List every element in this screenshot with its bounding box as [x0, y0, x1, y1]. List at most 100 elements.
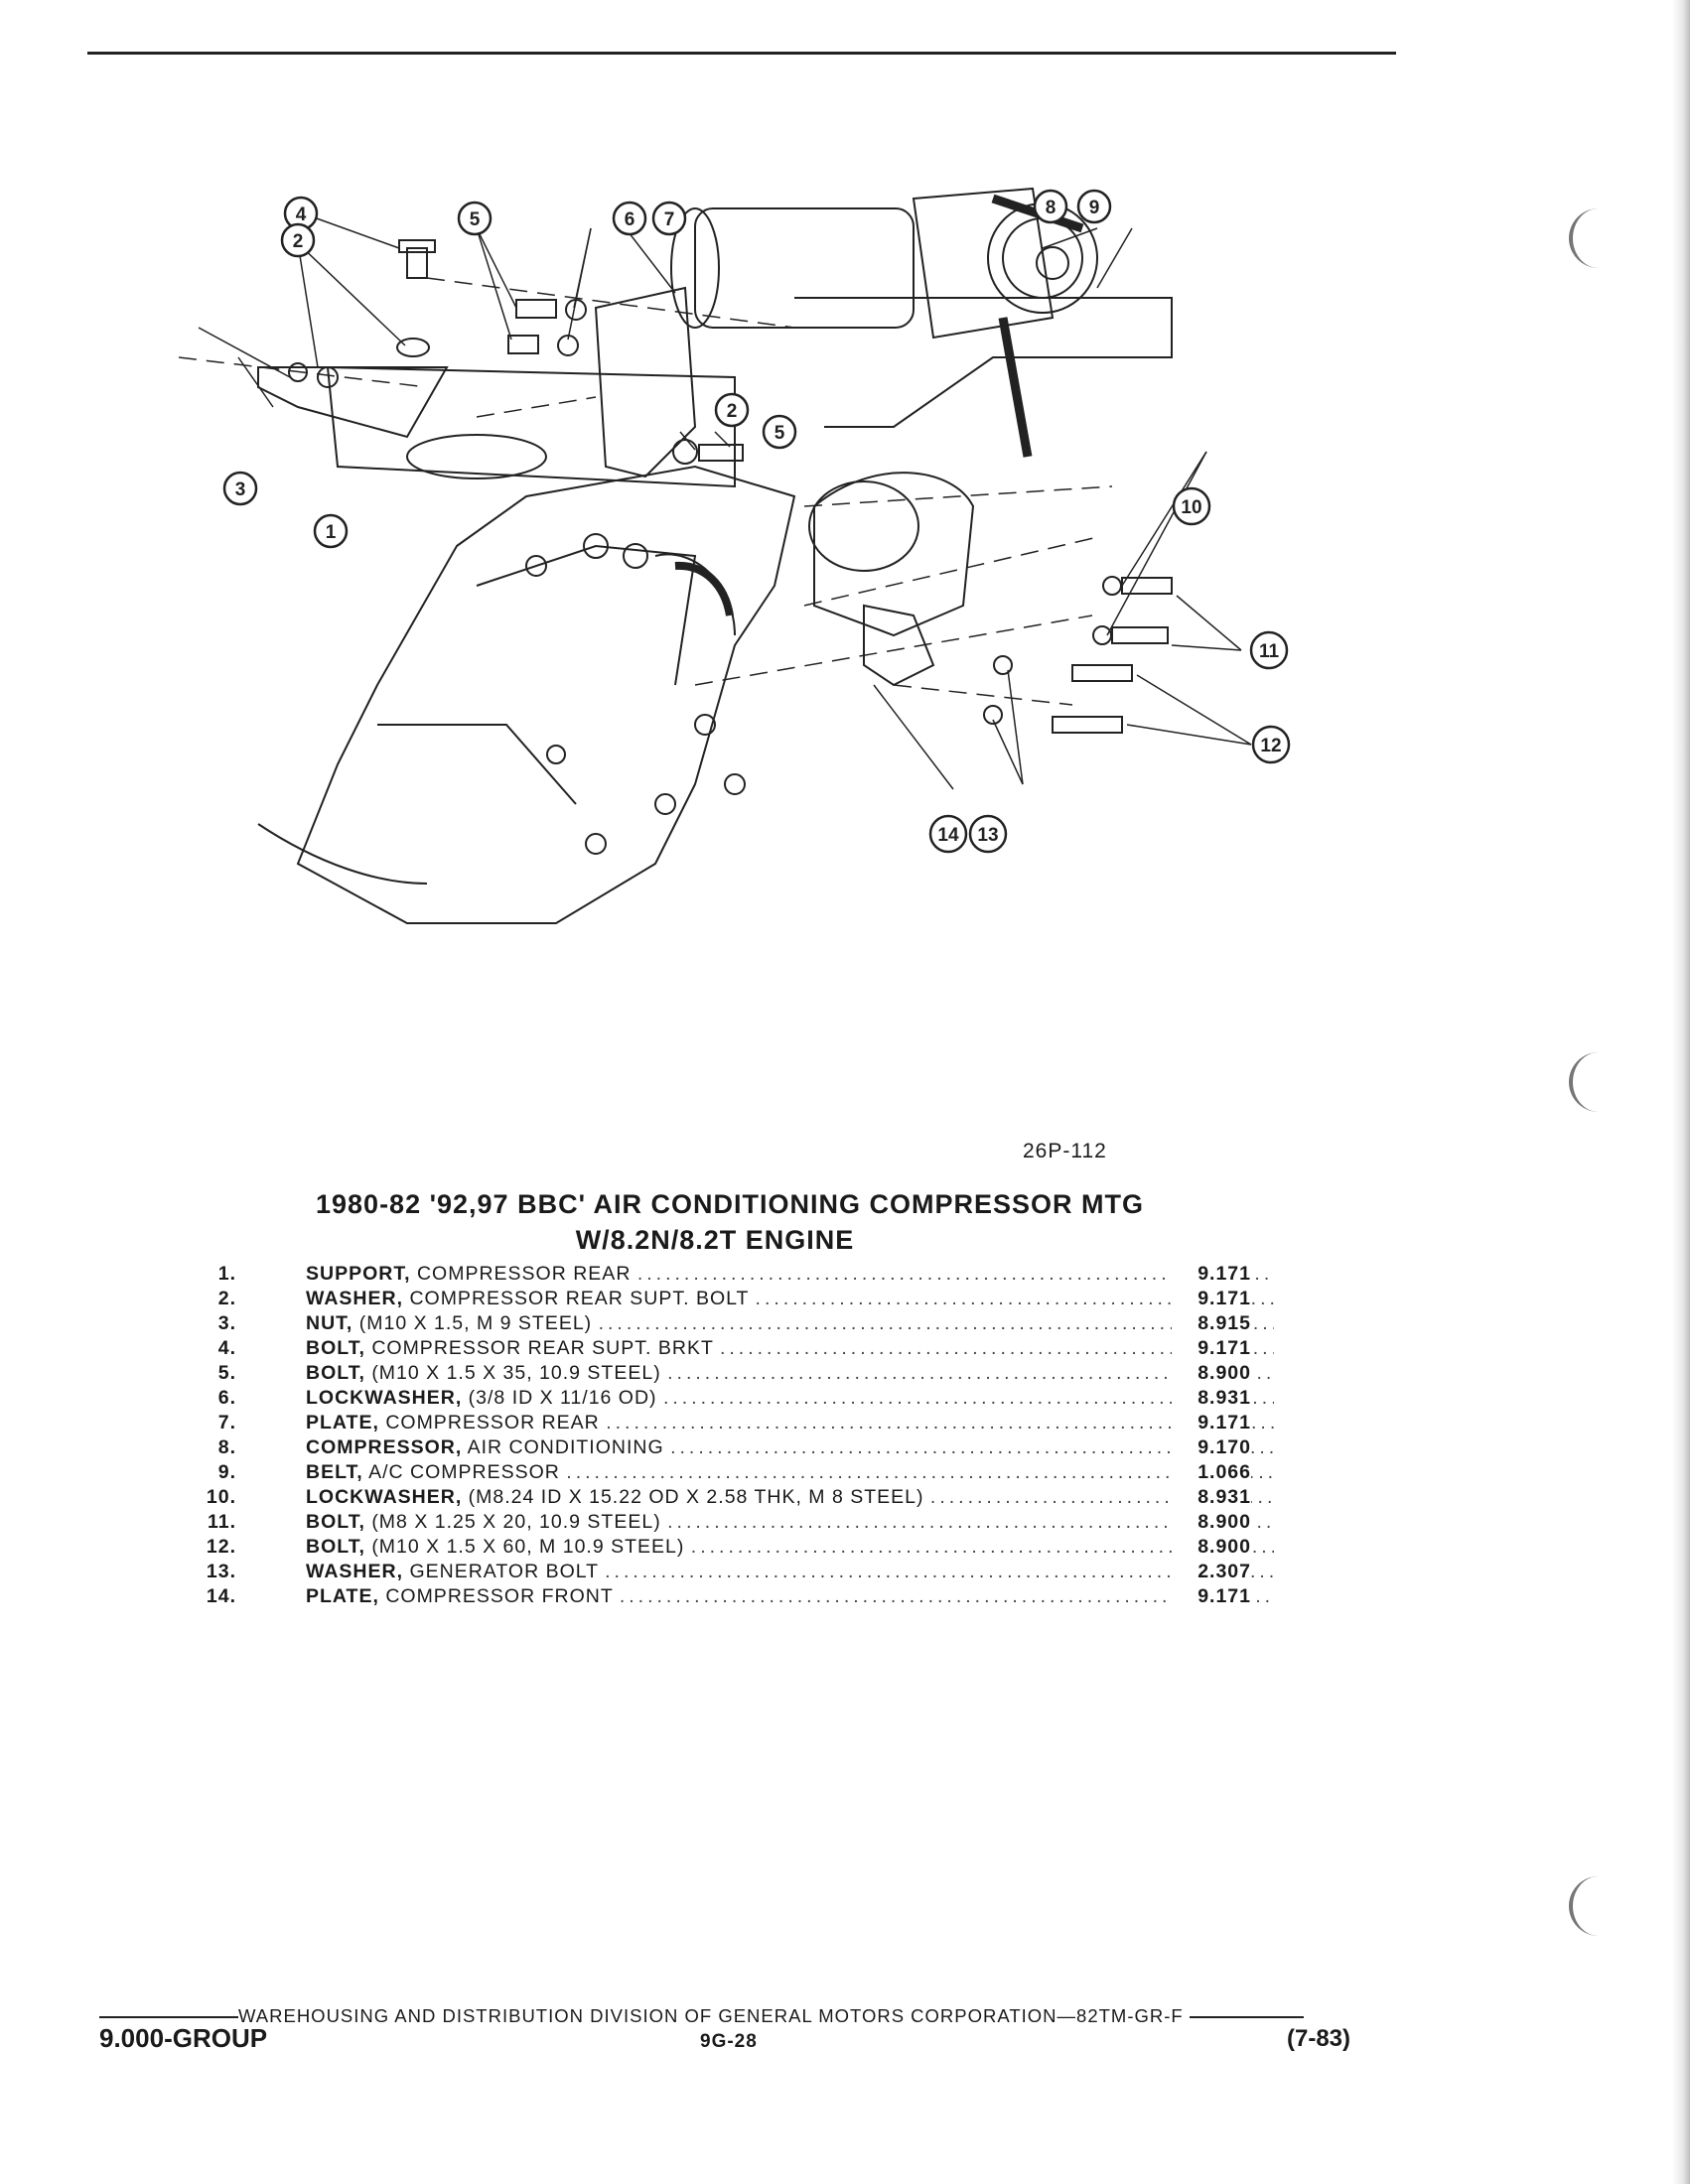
- part-number: 5.: [217, 1362, 236, 1384]
- footer-rule-right: [1189, 2016, 1304, 2019]
- part-spec: (M10 X 1.5 X 60, M 10.9 STEEL): [371, 1536, 685, 1558]
- leader-dots: ........................................…: [667, 1362, 1274, 1384]
- parts-list-row: 14.PLATE, COMPRESSOR FRONT .............…: [179, 1585, 1274, 1610]
- binder-ring-mark-3: [1569, 1876, 1613, 1936]
- part-number: 2.: [217, 1288, 236, 1309]
- part-spec: COMPRESSOR FRONT: [385, 1585, 614, 1607]
- part-description: COMPRESSOR, AIR CONDITIONING ...........…: [306, 1436, 1274, 1459]
- callout-9: [1076, 189, 1112, 224]
- part-description: WASHER, COMPRESSOR REAR SUPT. BOLT .....…: [306, 1288, 1274, 1310]
- part-name: BOLT,: [306, 1337, 365, 1359]
- parts-list-row: 11.BOLT, (M8 X 1.25 X 20, 10.9 STEEL) ..…: [179, 1511, 1274, 1536]
- callout-14: [928, 814, 968, 854]
- part-description: WASHER, GENERATOR BOLT .................…: [306, 1561, 1274, 1583]
- part-group-number: 8.900: [1172, 1536, 1251, 1559]
- part-group-number: 8.931: [1172, 1387, 1251, 1410]
- part-description: BELT, A/C COMPRESSOR ...................…: [306, 1461, 1274, 1484]
- part-number: 4.: [217, 1337, 236, 1359]
- top-rule: [87, 52, 1396, 55]
- part-name: LOCKWASHER,: [306, 1387, 463, 1409]
- scan-edge: [1672, 0, 1690, 2184]
- part-number: 6.: [217, 1387, 236, 1409]
- part-spec: AIR CONDITIONING: [467, 1436, 664, 1458]
- part-spec: (M10 X 1.5, M 9 STEEL): [358, 1312, 593, 1334]
- part-group-number: 9.171: [1172, 1585, 1251, 1608]
- part-spec: (M10 X 1.5 X 35, 10.9 STEEL): [371, 1362, 661, 1384]
- leader-dots: ........................................…: [619, 1585, 1274, 1607]
- callout-label: 10: [1181, 497, 1201, 518]
- part-number: 8.: [217, 1436, 236, 1458]
- leader-dots: ........................................…: [566, 1461, 1274, 1483]
- footer-publisher-line: WAREHOUSING AND DISTRIBUTION DIVISION OF…: [99, 2005, 1360, 2027]
- part-group-number: 1.066: [1172, 1461, 1251, 1484]
- part-name: WASHER,: [306, 1288, 404, 1309]
- callout-6: [612, 201, 647, 236]
- footer-date: (7-83): [1287, 2025, 1351, 2052]
- callout-2b: [714, 392, 750, 428]
- callout-7: [651, 201, 687, 236]
- part-description: NUT, (M10 X 1.5, M 9 STEEL) ............…: [306, 1312, 1274, 1335]
- part-group-number: 9.171: [1172, 1288, 1251, 1310]
- footer-rule-left: [99, 2016, 238, 2019]
- callout-label: 11: [1259, 641, 1280, 662]
- part-number: 13.: [206, 1561, 236, 1582]
- part-name: WASHER,: [306, 1561, 404, 1582]
- callout-label: 2: [727, 401, 738, 422]
- callout-8: [1033, 189, 1068, 224]
- callout-label: 5: [775, 423, 785, 444]
- part-name: NUT,: [306, 1312, 353, 1334]
- part-description: SUPPORT, COMPRESSOR REAR ...............…: [306, 1263, 1274, 1286]
- part-group-number: 8.931: [1172, 1486, 1251, 1509]
- parts-list-row: 4. BOLT, COMPRESSOR REAR SUPT. BRKT .....…: [179, 1337, 1274, 1362]
- part-spec: (M8 X 1.25 X 20, 10.9 STEEL): [371, 1511, 661, 1533]
- part-group-number: 9.171: [1172, 1412, 1251, 1434]
- callout-label: 1: [326, 522, 337, 543]
- binder-ring-mark-2: [1569, 1052, 1613, 1112]
- parts-list-row: 9. BELT, A/C COMPRESSOR .................…: [179, 1461, 1274, 1486]
- part-group-number: 2.307: [1172, 1561, 1251, 1583]
- callout-label: 5: [470, 209, 481, 230]
- part-name: PLATE,: [306, 1585, 379, 1607]
- part-description: BOLT, (M10 X 1.5 X 60, M 10.9 STEEL) ...…: [306, 1536, 1274, 1559]
- part-spec: COMPRESSOR REAR: [385, 1412, 600, 1433]
- parts-list-row: 7.PLATE, COMPRESSOR REAR ...............…: [179, 1412, 1274, 1436]
- part-name: BELT,: [306, 1461, 363, 1483]
- part-number: 1.: [217, 1263, 236, 1285]
- part-group-number: 8.915: [1172, 1312, 1251, 1335]
- part-spec: A/C COMPRESSOR: [368, 1461, 560, 1483]
- part-description: PLATE, COMPRESSOR REAR .................…: [306, 1412, 1274, 1434]
- part-number: 10.: [206, 1486, 236, 1508]
- callout-5: [457, 201, 493, 236]
- part-group-number: 9.171: [1172, 1263, 1251, 1286]
- part-group-number: 9.171: [1172, 1337, 1251, 1360]
- part-description: BOLT, COMPRESSOR REAR SUPT. BRKT .......…: [306, 1337, 1274, 1360]
- callout-label: 13: [977, 825, 998, 846]
- parts-list-row: 12. BOLT, (M10 X 1.5 X 60, M 10.9 STEEL) …: [179, 1536, 1274, 1561]
- binder-ring-mark-1: [1569, 208, 1613, 268]
- footer-group: 9.000-GROUP: [99, 2023, 268, 2053]
- callout-label: 4: [296, 205, 307, 225]
- parts-list-row: 2. WASHER, COMPRESSOR REAR SUPT. BOLT ...…: [179, 1288, 1274, 1312]
- part-number: 12.: [206, 1536, 236, 1558]
- part-description: LOCKWASHER, (M8.24 ID X 15.22 OD X 2.58 …: [306, 1486, 1274, 1509]
- part-group-number: 9.170: [1172, 1436, 1251, 1459]
- part-spec: GENERATOR BOLT: [409, 1561, 599, 1582]
- page-title: 1980-82 '92,97 BBC' AIR CONDITIONING COM…: [316, 1189, 1144, 1219]
- callout-label: 3: [235, 479, 246, 500]
- leader-dots: ........................................…: [755, 1288, 1274, 1309]
- callout-12: [1251, 725, 1291, 764]
- parts-list-row: 8. COMPRESSOR, AIR CONDITIONING .........…: [179, 1436, 1274, 1461]
- exploded-view-diagram: 4 2 3 1 5 6 7 2 5 8 9 10 11 12 14 13: [179, 187, 1291, 924]
- part-spec: COMPRESSOR REAR: [416, 1263, 632, 1285]
- part-name: LOCKWASHER,: [306, 1486, 463, 1508]
- callout-2: [280, 222, 316, 258]
- callout-label: 12: [1260, 736, 1281, 756]
- leader-dots: ........................................…: [605, 1561, 1274, 1582]
- leader-dots: ........................................…: [690, 1536, 1274, 1558]
- leader-dots: ........................................…: [667, 1511, 1274, 1533]
- footer-page-number: 9G-28: [700, 2031, 758, 2052]
- part-number: 9.: [217, 1461, 236, 1483]
- callout-11: [1249, 630, 1289, 670]
- leader-dots: ........................................…: [598, 1312, 1274, 1334]
- callout-label: 9: [1089, 198, 1100, 218]
